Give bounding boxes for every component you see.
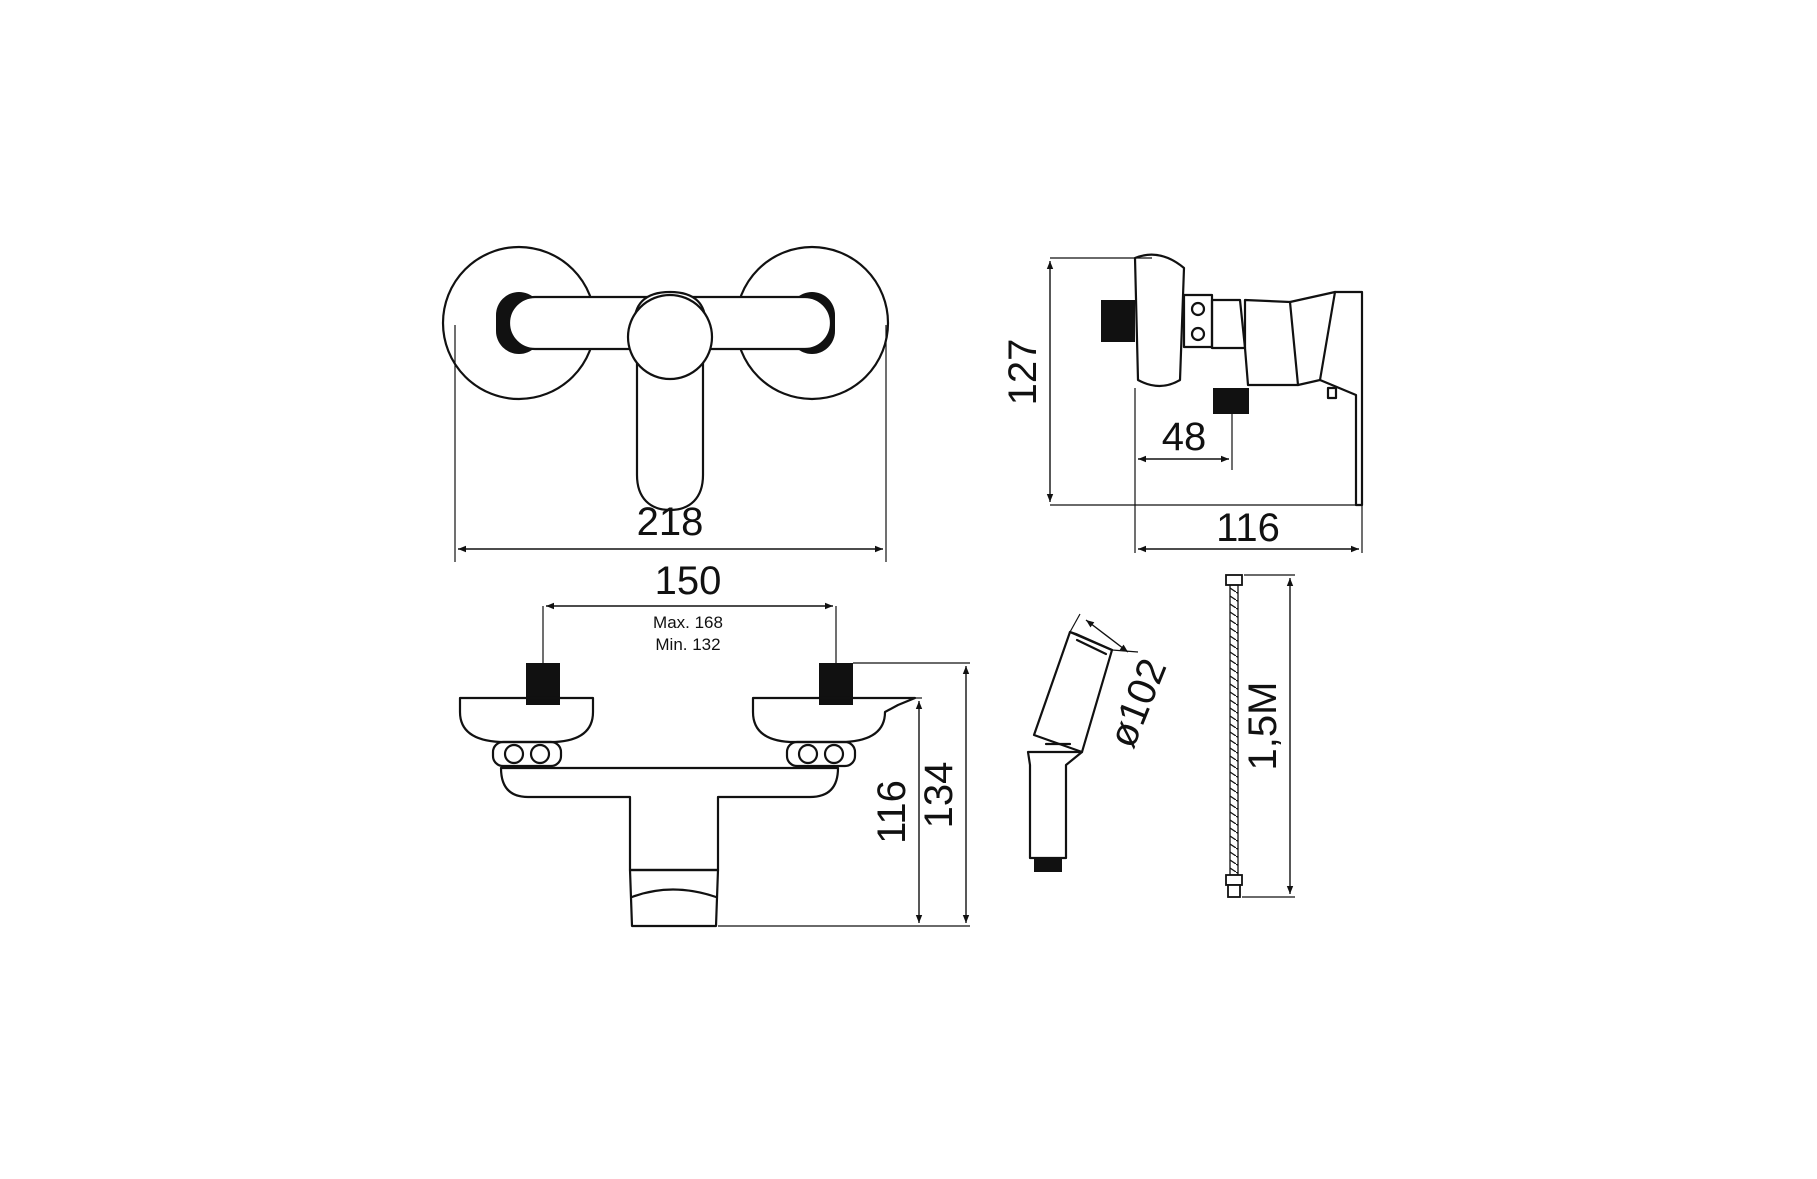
side-view <box>1050 253 1364 553</box>
side-body <box>1243 298 1300 387</box>
hose-top-fitting <box>1225 574 1243 586</box>
dimension-218: 218 <box>458 500 883 553</box>
dimension-127: 127 <box>1001 261 1054 502</box>
right-nut <box>785 740 857 768</box>
front-view <box>441 245 890 562</box>
diverter <box>628 868 720 928</box>
bottom-view <box>458 606 970 928</box>
dimension-1-5m-label: 1,5M <box>1241 682 1285 771</box>
dimension-48: 48 <box>1138 415 1229 463</box>
dimension-116-side-label: 116 <box>1216 506 1280 550</box>
dimension-max-label: Max. 168 <box>653 613 723 632</box>
lever-cap <box>626 293 714 381</box>
dimension-150: 150 Max. 168 Min. 132 <box>546 559 833 654</box>
shower-handle <box>1026 750 1084 860</box>
dimension-116-bottom: 116 <box>870 701 923 923</box>
side-lever <box>1318 290 1364 507</box>
dimension-102: ø102 <box>1085 619 1175 754</box>
dimension-min-label: Min. 132 <box>655 635 720 654</box>
side-inlet-thread <box>1101 300 1135 342</box>
dimension-134-label: 134 <box>917 762 961 829</box>
dimension-127-label: 127 <box>1001 339 1045 406</box>
dimension-102-label: ø102 <box>1100 653 1175 754</box>
mixer-body-bottom <box>499 766 840 872</box>
left-nut <box>491 740 563 768</box>
dimension-150-label: 150 <box>655 559 722 603</box>
side-wall-flange <box>1133 253 1186 388</box>
dimension-1-5m: 1,5M <box>1241 578 1294 894</box>
dimension-48-label: 48 <box>1162 415 1207 459</box>
dimension-218-label: 218 <box>637 500 704 544</box>
shower-hose <box>1225 574 1295 898</box>
shower-head <box>1032 630 1114 754</box>
hose-bottom-fitting <box>1225 874 1243 886</box>
dimension-116-bottom-label: 116 <box>870 780 914 844</box>
hose-body <box>1229 584 1239 876</box>
dimension-134: 134 <box>917 666 970 923</box>
side-outlet-thread <box>1213 388 1249 414</box>
shower-thread <box>1034 858 1062 872</box>
dimension-116-side: 116 <box>1138 506 1359 553</box>
